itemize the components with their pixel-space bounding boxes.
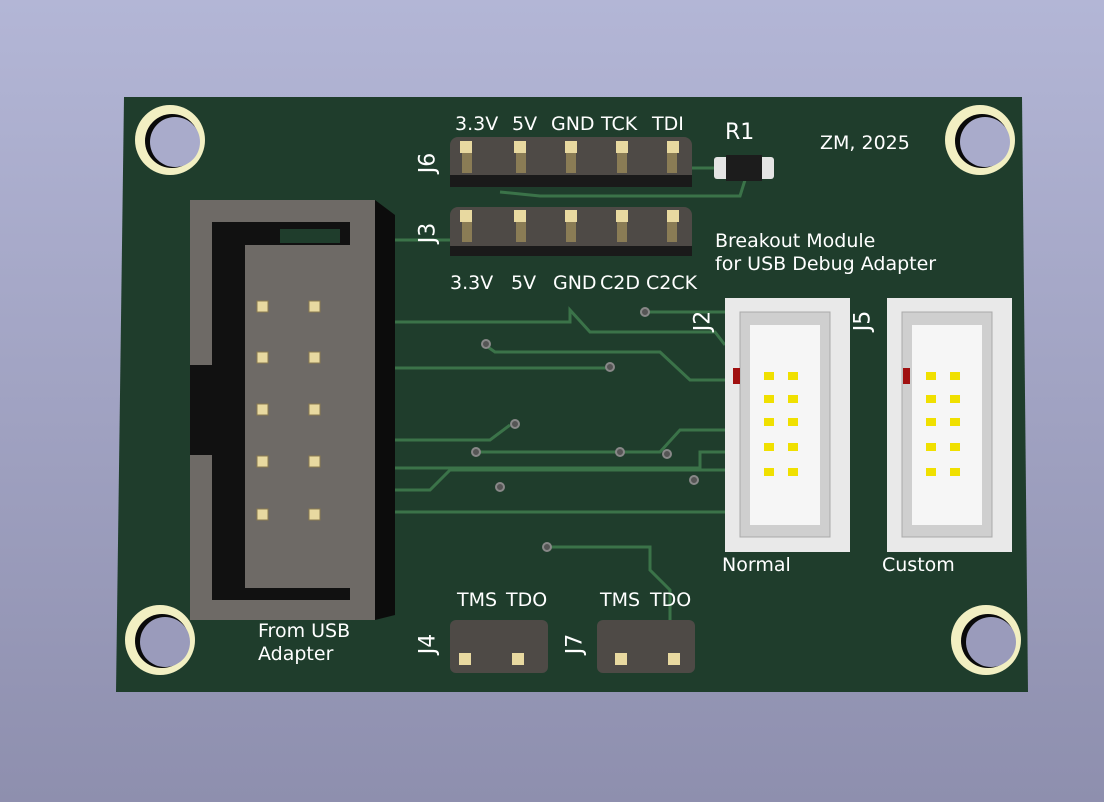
pin xyxy=(308,455,321,468)
via xyxy=(689,475,699,485)
j4-header xyxy=(450,620,548,673)
pin xyxy=(308,351,321,364)
j6-pin-label: TCK xyxy=(601,113,638,135)
via xyxy=(615,447,625,457)
j3-pin-label: C2D xyxy=(600,272,640,294)
pin xyxy=(256,508,269,521)
source-label-line2: Adapter xyxy=(258,643,334,665)
j1-connector xyxy=(190,200,395,620)
j4-ref: J4 xyxy=(415,633,441,655)
via xyxy=(662,449,672,459)
via xyxy=(640,307,650,317)
j4-pin-label: TMS xyxy=(457,589,498,611)
j6-pin-label: 5V xyxy=(512,113,538,135)
pin xyxy=(256,300,269,313)
j7-pin-label: TDO xyxy=(650,589,692,611)
j6-pin-label: 3.3V xyxy=(455,113,499,135)
vias xyxy=(471,307,699,552)
author-label: ZM, 2025 xyxy=(820,132,910,154)
via xyxy=(605,362,615,372)
pin xyxy=(256,351,269,364)
j7-header xyxy=(597,620,695,673)
via xyxy=(495,482,505,492)
j6-header xyxy=(450,137,692,187)
j3-pin-label: C2CK xyxy=(646,272,698,294)
j3-pin-label: 3.3V xyxy=(450,272,494,294)
via xyxy=(542,542,552,552)
board-title-line1: Breakout Module xyxy=(715,230,876,252)
j6-ref: J6 xyxy=(415,152,441,174)
pin xyxy=(256,455,269,468)
pin xyxy=(308,508,321,521)
via xyxy=(481,339,491,349)
j7-pin-label: TMS xyxy=(600,589,641,611)
j3-pin-label: 5V xyxy=(511,272,537,294)
board-title-line2: for USB Debug Adapter xyxy=(715,253,937,275)
j5-ref: J5 xyxy=(850,310,876,332)
j3-header xyxy=(450,207,692,256)
j6-pin-label: GND xyxy=(551,113,595,135)
j2-connector xyxy=(725,298,850,552)
via xyxy=(471,447,481,457)
j4-pin-label: TDO xyxy=(506,589,548,611)
pin xyxy=(256,403,269,416)
pin xyxy=(308,403,321,416)
pin xyxy=(308,300,321,313)
traces xyxy=(395,166,747,620)
mounting-holes xyxy=(125,105,1021,675)
r1-ref: R1 xyxy=(725,120,755,145)
j2-label: Normal xyxy=(722,554,791,576)
j6-pin-label: TDI xyxy=(652,113,684,135)
r1-resistor xyxy=(714,155,774,181)
j5-connector xyxy=(887,298,1012,552)
via xyxy=(510,419,520,429)
j5-label: Custom xyxy=(882,554,955,576)
j2-ref: J2 xyxy=(690,310,716,332)
j7-ref: J7 xyxy=(562,633,588,655)
j3-pin-label: GND xyxy=(553,272,597,294)
source-label-line1: From USB xyxy=(258,620,351,642)
j3-ref: J3 xyxy=(415,222,441,244)
